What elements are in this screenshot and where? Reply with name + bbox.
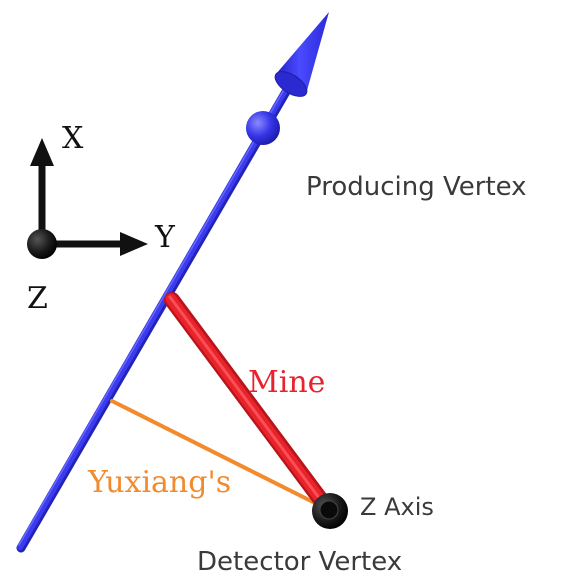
detector-vertex-marker [312,493,348,529]
particle-track [16,73,299,553]
detector-vertex-label: Detector Vertex [197,547,402,577]
mine-line [164,292,335,516]
x-axis-arrow-icon [30,138,54,166]
yuxiangs-line [110,399,329,511]
z-axis-indicator-label: Z [27,281,48,316]
y-axis-arrow-icon [120,232,148,256]
z-axis-dot-icon [27,229,57,259]
track-arrowhead-icon [274,12,329,97]
yuxiangs-label: Yuxiang's [87,465,231,500]
axis-indicator [27,138,148,259]
x-axis-label: X [62,121,84,156]
z-axis-label: Z Axis [360,493,434,521]
y-axis-label: Y [154,220,176,255]
producing-vertex-label: Producing Vertex [306,172,527,202]
mine-label: Mine [248,365,325,400]
producing-vertex-marker [246,111,280,145]
